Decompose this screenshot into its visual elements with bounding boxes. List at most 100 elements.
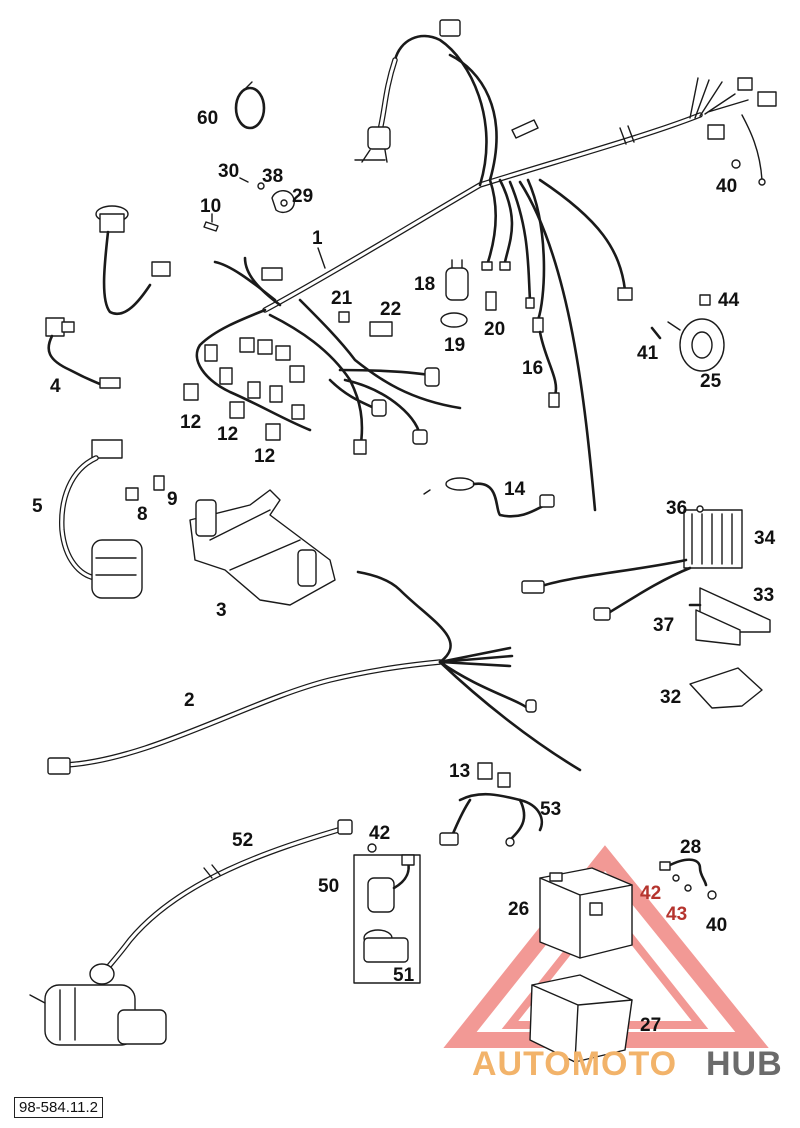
part-30-screw [239, 177, 249, 183]
callout-60: 60 [197, 108, 218, 129]
callout-30: 30 [218, 161, 239, 182]
callout-19: 19 [444, 335, 465, 356]
callout-33: 33 [753, 585, 774, 606]
part-27-battery-tray [529, 974, 633, 1063]
part-40-screw-battery [707, 890, 717, 900]
watermark-hub: HUB [706, 1045, 783, 1083]
callout-22: 22 [380, 299, 401, 320]
part-42-nut-battery [672, 874, 680, 882]
loom-connector-low [412, 429, 428, 445]
leader-lines [211, 213, 326, 269]
part-18-capacitor [445, 259, 469, 301]
callout-12-a: 12 [180, 412, 201, 433]
fuse-holder-a [204, 344, 218, 362]
loom-connector-top [261, 267, 283, 281]
callout-27: 27 [640, 1015, 661, 1036]
part-20-bracket [485, 291, 497, 311]
part-26-battery [539, 867, 633, 959]
part-22-flasher [369, 321, 393, 337]
starter-motor [29, 984, 167, 1046]
callout-18: 18 [414, 274, 435, 295]
part-44-bracket [699, 294, 711, 306]
part-12-relay-b [229, 401, 245, 419]
callout-13: 13 [449, 761, 470, 782]
callout-26: 26 [508, 899, 529, 920]
fuse-holder-e [291, 404, 305, 420]
part-5-handlebar-switch [59, 439, 143, 599]
part-21-relay [338, 311, 350, 323]
part-19-clamp [440, 312, 468, 328]
callout-labels: 60 30 38 29 10 1 40 18 21 22 20 19 44 41… [32, 108, 776, 1036]
callout-25: 25 [700, 371, 722, 392]
part-43-washer [684, 884, 692, 892]
fuse-holder-c [247, 381, 261, 399]
main-wiring-harness [262, 19, 777, 512]
relay-block-a [239, 337, 255, 353]
fuse-holder-b [219, 367, 233, 385]
part-29-clip [271, 190, 295, 214]
part-8-connector [125, 487, 139, 501]
callout-37: 37 [653, 615, 674, 636]
part-12-relay-c [265, 423, 281, 441]
callout-40: 40 [716, 176, 737, 197]
callout-10: 10 [200, 196, 221, 217]
part-3-mounting-bracket [189, 489, 336, 606]
part-14-sensor [423, 477, 555, 518]
connector-top-right-b [757, 91, 777, 107]
callout-52: 52 [232, 830, 253, 851]
callout-34: 34 [754, 528, 776, 549]
connector-top-right-a [737, 77, 753, 91]
part-50-starter-relay [367, 854, 415, 913]
callout-9: 9 [167, 489, 178, 510]
part-12-relay-a [183, 383, 199, 401]
callout-3: 3 [216, 600, 227, 621]
branch-connector-a [481, 261, 493, 271]
harness-loom-left [195, 256, 462, 455]
callout-1: 1 [312, 228, 323, 249]
part-25-horn [667, 318, 725, 372]
relay-block-b [257, 339, 273, 355]
callout-21: 21 [331, 288, 353, 309]
part-50-relay-group-box [353, 854, 421, 984]
part-10-bulb [203, 221, 219, 232]
callout-42-b: 42 [640, 883, 661, 904]
part-28-battery-lead [659, 858, 708, 887]
top-connector [439, 19, 461, 37]
callout-16: 16 [522, 358, 543, 379]
part-9-connector [153, 475, 165, 491]
branch-connector-b [499, 261, 511, 271]
part-53-starter-harness [439, 772, 544, 847]
part-41-screw [650, 326, 662, 340]
part-33-regulator-bracket [695, 587, 771, 646]
part-60-cable-tie [234, 81, 266, 130]
callout-53: 53 [540, 799, 561, 820]
loom-connector-mid [371, 399, 387, 417]
part-34-regulator [521, 509, 743, 621]
callout-8: 8 [137, 504, 148, 525]
part-42-nut-top [367, 843, 377, 853]
watermark-text: AUTOMOTO HUB [472, 1045, 783, 1083]
part-16-sensor [532, 317, 560, 408]
part-36-nut [696, 505, 704, 513]
callout-50: 50 [318, 876, 339, 897]
part-38-washer [257, 182, 265, 190]
callout-12-c: 12 [254, 446, 275, 467]
ignition-switch-connector [151, 261, 171, 277]
callout-51: 51 [393, 965, 415, 986]
fuse-holder-d [269, 385, 283, 403]
callout-28: 28 [680, 837, 701, 858]
part-51-relay-holder [363, 929, 409, 963]
part-40-screw-top [731, 159, 741, 169]
part-13-relay [477, 762, 493, 780]
callout-36: 36 [666, 498, 687, 519]
part-4-sensor-lead [45, 317, 121, 389]
part-32-pad [689, 667, 763, 709]
connector-top-right-c [707, 124, 725, 140]
relay-block-d [289, 365, 305, 383]
branch-connector-c [525, 297, 535, 309]
diagram-reference-code: 98-584.11.2 [14, 1097, 103, 1118]
callout-41: 41 [637, 343, 659, 364]
ignition-switch [95, 205, 171, 316]
callout-40-b: 40 [706, 915, 727, 936]
